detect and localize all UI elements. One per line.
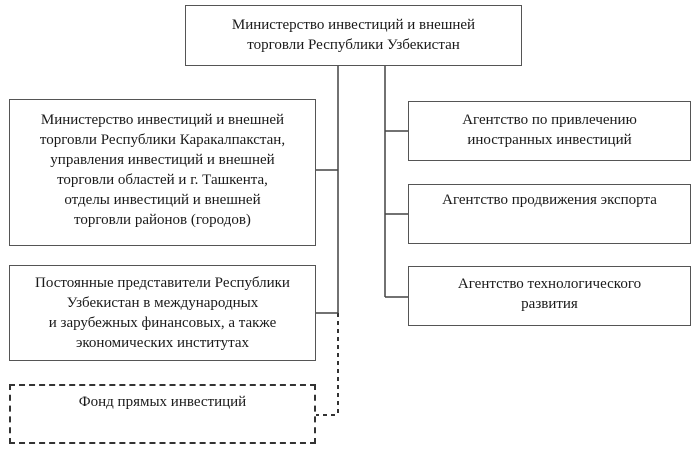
right-node-foreign-investment-agency: Агентство по привлечению иностранных инв… <box>408 101 691 161</box>
node-label: Агентство продвижения экспорта <box>442 192 657 208</box>
right-node-technology-development-agency: Агентство технологического развития <box>408 266 691 326</box>
root-node: Министерство инвестиций и внешней торгов… <box>185 5 522 66</box>
root-node-label: Министерство инвестиций и внешней торгов… <box>231 17 476 53</box>
left-node-regional-ministries: Министерство инвестиций и внешней торгов… <box>9 99 316 246</box>
left-node-direct-investment-fund: Фонд прямых инвестиций <box>9 384 316 444</box>
node-label: Агентство технологического развития <box>457 276 642 312</box>
right-node-export-promotion-agency: Агентство продвижения экспорта <box>408 184 691 244</box>
node-label: Фонд прямых инвестиций <box>78 394 247 410</box>
node-label: Агентство по привлечению иностранных инв… <box>462 112 637 148</box>
left-node-permanent-representatives: Постоянные представители Республики Узбе… <box>9 265 316 361</box>
node-label: Постоянные представители Республики Узбе… <box>35 275 290 351</box>
node-label: Министерство инвестиций и внешней торгов… <box>39 112 286 228</box>
